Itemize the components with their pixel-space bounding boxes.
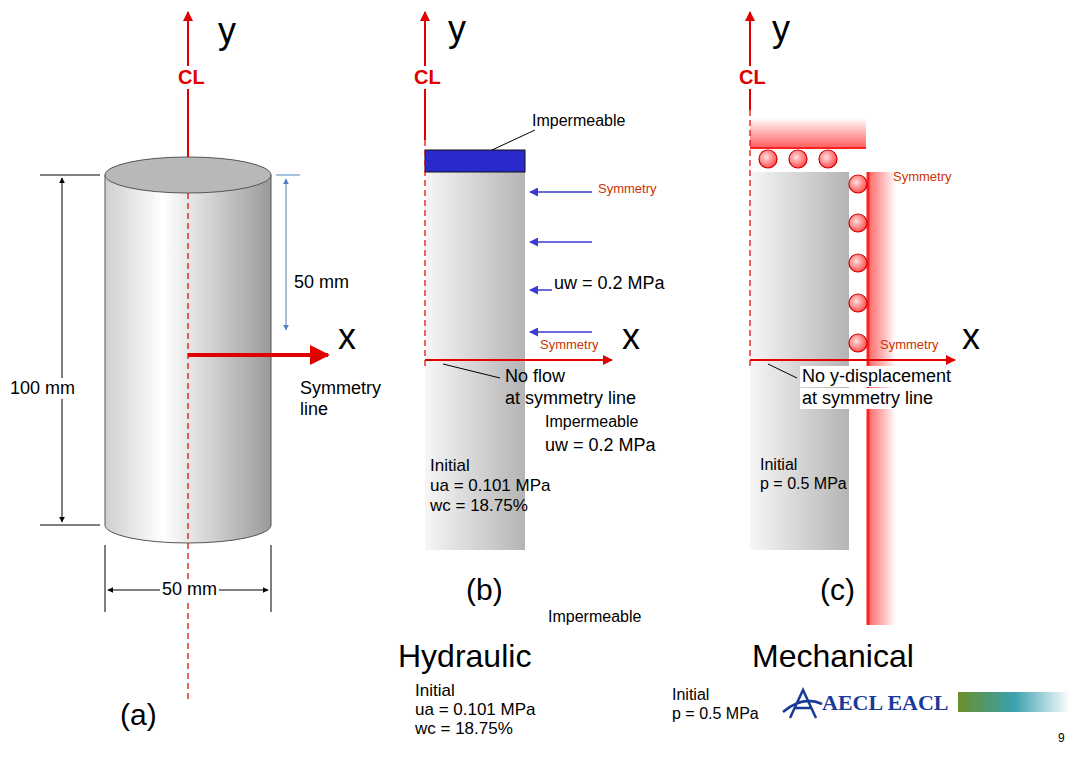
initial-condition: ua = 0.101 MPa [430,476,551,496]
axis-label: y [772,8,790,49]
axis-label: x [962,316,980,357]
dimension: 100 mm [8,378,77,399]
boundary-note: No flow [505,366,565,387]
boundary-note: Impermeable [548,608,641,626]
initial-condition: p = 0.5 MPa [672,705,759,723]
roller-support [849,334,867,352]
axis-label: x [622,316,640,357]
boundary-note: at symmetry line [800,388,935,409]
panel-label: (a) [120,698,157,733]
axis-label: y [218,10,236,51]
symmetry-note: Symmetry [598,182,657,197]
logo-text: AECL EACL [822,690,949,715]
initial-condition: Initial [415,681,455,701]
pressure-label: uw = 0.2 MPa [552,273,667,294]
roller-support [849,214,867,232]
initial-condition: Initial [672,686,709,704]
logo [783,690,1070,718]
dimension: 50 mm [160,579,219,600]
roller-support [819,150,837,168]
panel-title: Mechanical [752,638,914,675]
boundary-note: No y-displacement [800,366,953,387]
symmetry-note: Symmetry [300,378,381,399]
pressure-label: uw = 0.2 MPa [545,435,656,456]
dimension: 50 mm [294,272,349,293]
roller-support [789,150,807,168]
initial-condition: Initial [760,456,797,474]
dimensions-a [40,175,300,612]
symmetry-note: line [300,399,328,420]
initial-condition: wc = 18.75% [415,719,513,739]
roller-support [759,150,777,168]
initial-condition: p = 0.5 MPa [760,475,847,493]
centerline-label: CL [176,66,207,89]
symmetry-note: Symmetry [880,338,939,353]
initial-condition: Initial [430,456,470,476]
initial-condition: ua = 0.101 MPa [415,700,536,720]
roller-support [849,254,867,272]
panel-label: (c) [820,573,855,608]
roller-support [849,175,867,193]
centerline-label: CL [737,66,768,89]
symmetry-note: Symmetry [893,170,952,185]
boundary-note: Impermeable [545,413,638,431]
panel-title: Hydraulic [398,638,531,675]
initial-condition: wc = 18.75% [430,496,528,516]
axis-label: x [338,316,356,357]
mechanical-model [750,12,955,625]
roller-support [849,294,867,312]
symmetry-note: Symmetry [540,338,599,353]
boundary-note: at symmetry line [505,388,636,409]
centerline-label: CL [412,66,443,89]
panel-label: (b) [466,573,503,608]
axis-label: y [448,8,466,49]
page-number: 9 [1058,732,1065,746]
boundary-note: Impermeable [532,112,625,130]
